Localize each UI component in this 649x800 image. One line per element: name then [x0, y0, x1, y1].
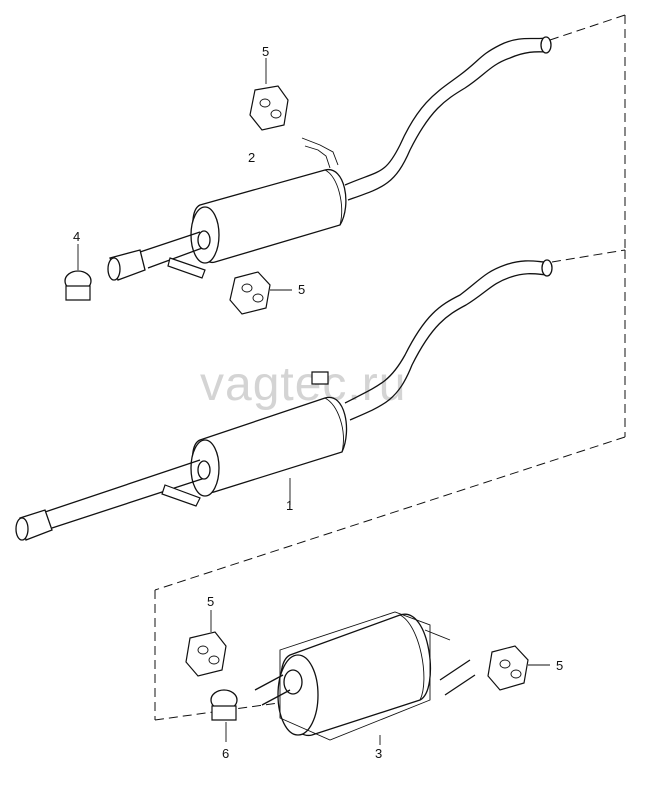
rubber-hanger-mid [229, 271, 292, 315]
watermark: vagtec.ru [200, 358, 406, 411]
callout-5-bottom-right: 5 [556, 658, 563, 673]
callout-2: 2 [248, 150, 255, 165]
rubber-hanger-bottom-left [185, 610, 227, 677]
callout-3: 3 [375, 746, 382, 761]
callout-5-top: 5 [262, 44, 269, 59]
full-exhaust-assembly [15, 259, 553, 541]
section-frame-upper [549, 14, 626, 250]
callout-5-bottom-left: 5 [207, 594, 214, 609]
rubber-hanger-bottom-right [487, 645, 550, 691]
section-frame-middle [154, 249, 626, 591]
callout-5-mid: 5 [298, 282, 305, 297]
rear-silencer [254, 611, 476, 745]
clamp-6 [210, 689, 238, 742]
clamp-4 [64, 244, 92, 301]
front-silencer-assembly [107, 36, 552, 281]
rubber-hanger-top [249, 58, 289, 131]
callout-6: 6 [222, 746, 229, 761]
callout-4: 4 [73, 229, 80, 244]
callout-1: 1 [286, 498, 293, 513]
